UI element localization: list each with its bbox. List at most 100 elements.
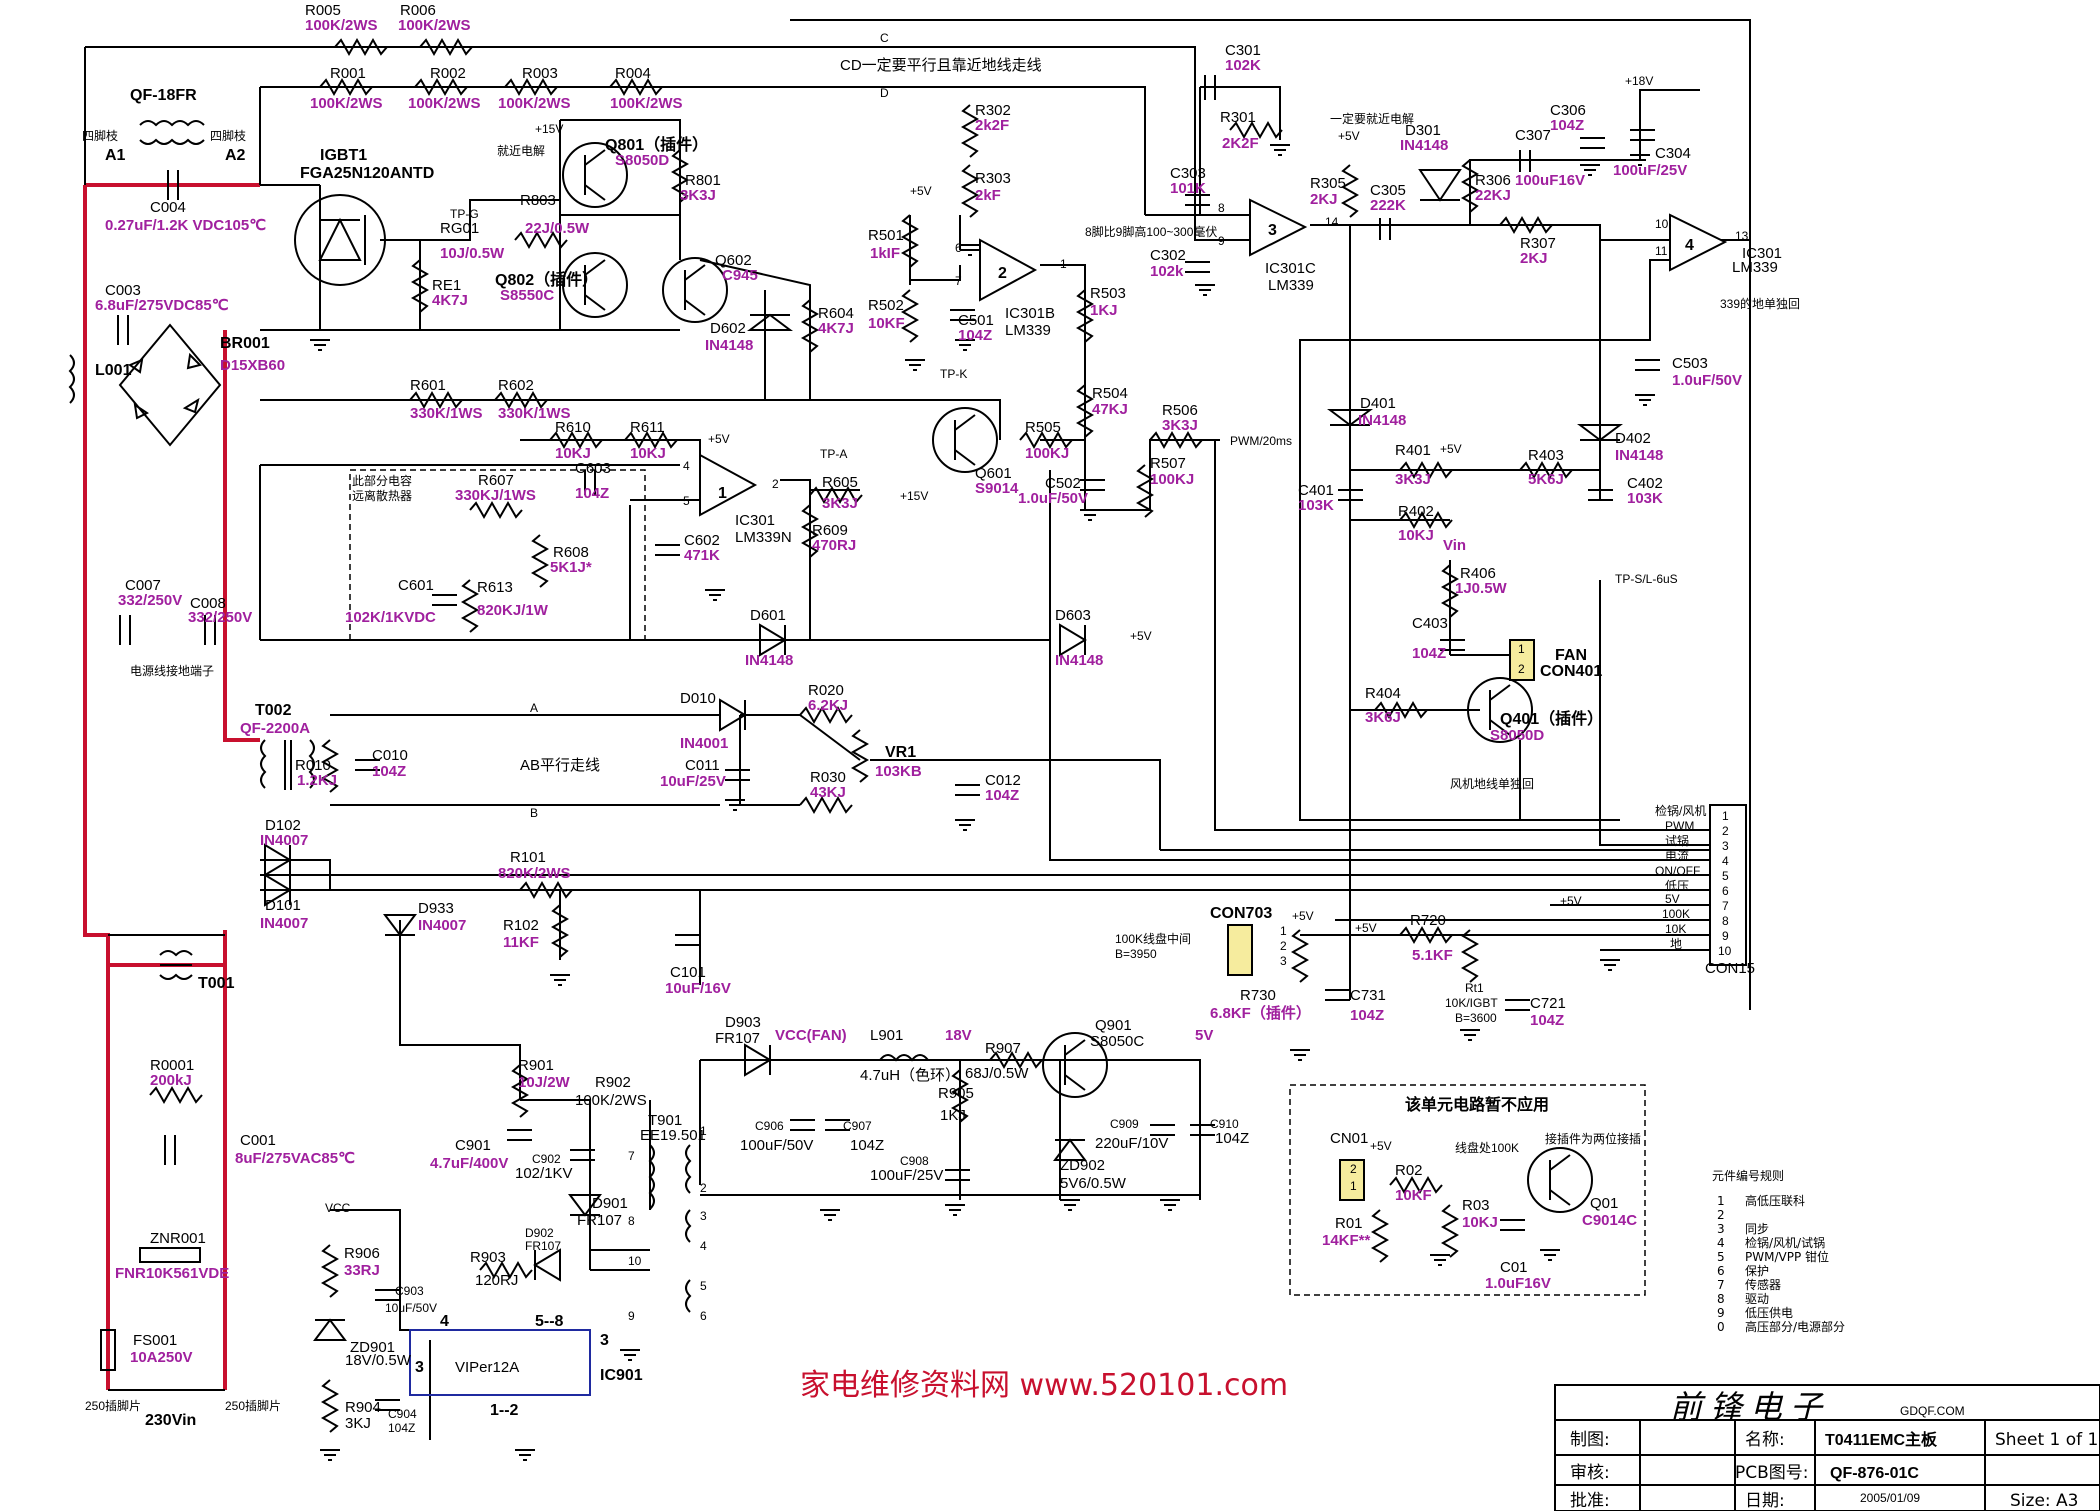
legend-text: 保护 (1745, 1264, 1769, 1278)
capacitor-C721 (1505, 999, 1530, 1011)
legend-text: 驱动 (1745, 1292, 1769, 1306)
label-191: R903 (470, 1249, 506, 1266)
label-87: R506 (1162, 402, 1198, 419)
capacitor-C301 (1204, 75, 1216, 100)
diode-D903 (744, 1043, 772, 1077)
legend-number: 6 (1717, 1264, 1725, 1278)
label-37: Q602 (715, 252, 752, 269)
label-298: C402 (1627, 475, 1663, 492)
ground-symbols (310, 144, 1655, 1461)
label-141: 332/250V (188, 609, 252, 626)
label-103: 10KJ (555, 445, 591, 462)
label-131: R613 (477, 579, 513, 596)
resistor-RE1 (410, 259, 430, 313)
label-237: 18V (945, 1027, 972, 1044)
transistor-Q01 (1527, 1147, 1593, 1213)
resistor-R303 (960, 164, 980, 218)
label-98: R601 (410, 377, 446, 394)
resistor-R504 (1075, 384, 1095, 438)
label-245: C906 (755, 1119, 784, 1133)
resistor-R406 (1440, 564, 1460, 618)
label-78: 2 (998, 265, 1007, 282)
varistor-ZNR001 (139, 1247, 201, 1263)
resistor-R404 (1374, 700, 1428, 720)
capacitor-C008 (204, 615, 216, 645)
label-27: S8050D (615, 152, 669, 169)
label-160: R030 (810, 769, 846, 786)
label-264: 222K (1370, 197, 1406, 214)
label-195: ZD901 (350, 1339, 395, 1356)
label-223: 8 (628, 1214, 635, 1228)
opamp-IC301C (1249, 198, 1308, 257)
label-118: IC301 (735, 512, 775, 529)
label-135: D603 (1055, 607, 1091, 624)
legend-text: 高压部分/电源部分 (1745, 1319, 1845, 1334)
resistor-R01 (1370, 1209, 1390, 1263)
diode-D010 (719, 698, 747, 732)
label-164: D102 (265, 817, 301, 834)
label-171: IN4007 (418, 917, 466, 934)
resistor-R306 (1460, 159, 1480, 213)
capacitor-C907 (825, 1119, 850, 1131)
legend-number: 5 (1717, 1250, 1725, 1264)
label-4: R001 (330, 65, 366, 82)
label-201: 3 (600, 1332, 609, 1349)
label-249: C908 (900, 1154, 929, 1168)
resistor-R610 (549, 430, 603, 450)
label-228: 3 (700, 1209, 707, 1223)
label-196: 18V/0.5W (345, 1352, 412, 1369)
label-192: 120RJ (475, 1272, 518, 1289)
transistor-Q802 (562, 252, 628, 318)
resistor-R607 (469, 500, 523, 520)
label-299: 103K (1627, 490, 1663, 507)
label-321: 5V (1665, 892, 1680, 906)
label-261: R305 (1310, 175, 1346, 192)
zener-ZD902 (1053, 1138, 1087, 1161)
legend-title: 元件编号规则 (1712, 1168, 1784, 1183)
label-116: 1 (718, 485, 727, 502)
label-121: 3K3J (822, 495, 858, 512)
label-95: 1.0uF/50V (1018, 490, 1088, 507)
label-24: +15V (535, 122, 563, 136)
label-176: T001 (198, 975, 235, 992)
label-180: 8uF/275VAC85℃ (235, 1150, 355, 1167)
label-274: R307 (1520, 235, 1556, 252)
label-175: 10uF/16V (665, 980, 731, 997)
date-label: 日期: (1745, 1491, 1785, 1511)
label-362: 接插件为两位接插 (1545, 1131, 1641, 1146)
label-262: 2KJ (1310, 191, 1338, 208)
label-60: C302 (1150, 247, 1186, 264)
label-173: 11KF (503, 934, 539, 951)
label-243: S8050C (1090, 1033, 1144, 1050)
capacitor-C401 (1338, 489, 1363, 501)
capacitor-C910 (1190, 1124, 1215, 1136)
resistor-R605 (809, 485, 863, 505)
label-39: RE1 (432, 277, 461, 294)
label-33: RG01 (440, 220, 479, 237)
label-52: R303 (975, 170, 1011, 187)
label-269: C306 (1550, 102, 1586, 119)
label-91: 100KJ (1025, 445, 1069, 462)
label-36: S8550C (500, 287, 554, 304)
legend-text: 低压供电 (1745, 1306, 1793, 1320)
label-289: +5V (1440, 442, 1462, 456)
diode-D901 (568, 1194, 602, 1217)
label-326: 2 (1722, 824, 1729, 838)
label-318: 电流 (1665, 849, 1689, 863)
label-0: R005 (305, 2, 341, 19)
label-152: D010 (680, 690, 716, 707)
label-181: ZNR001 (150, 1230, 206, 1247)
resistor-R005 (334, 37, 388, 57)
label-79: 1 (1060, 257, 1067, 271)
label-148: 104Z (372, 763, 406, 780)
opamp-IC301B (979, 238, 1038, 302)
label-3: 100K/2WS (398, 17, 471, 34)
connector-CN01 (1339, 1159, 1365, 1201)
label-185: 250插脚片 (85, 1398, 141, 1413)
label-122: +15V (900, 489, 928, 503)
label-367: Q01 (1590, 1195, 1618, 1212)
resistor-R402 (1399, 510, 1453, 530)
label-113: 330KJ/1WS (455, 487, 536, 504)
diode-D301 (1418, 169, 1462, 202)
fuse-FS001 (100, 1329, 116, 1371)
